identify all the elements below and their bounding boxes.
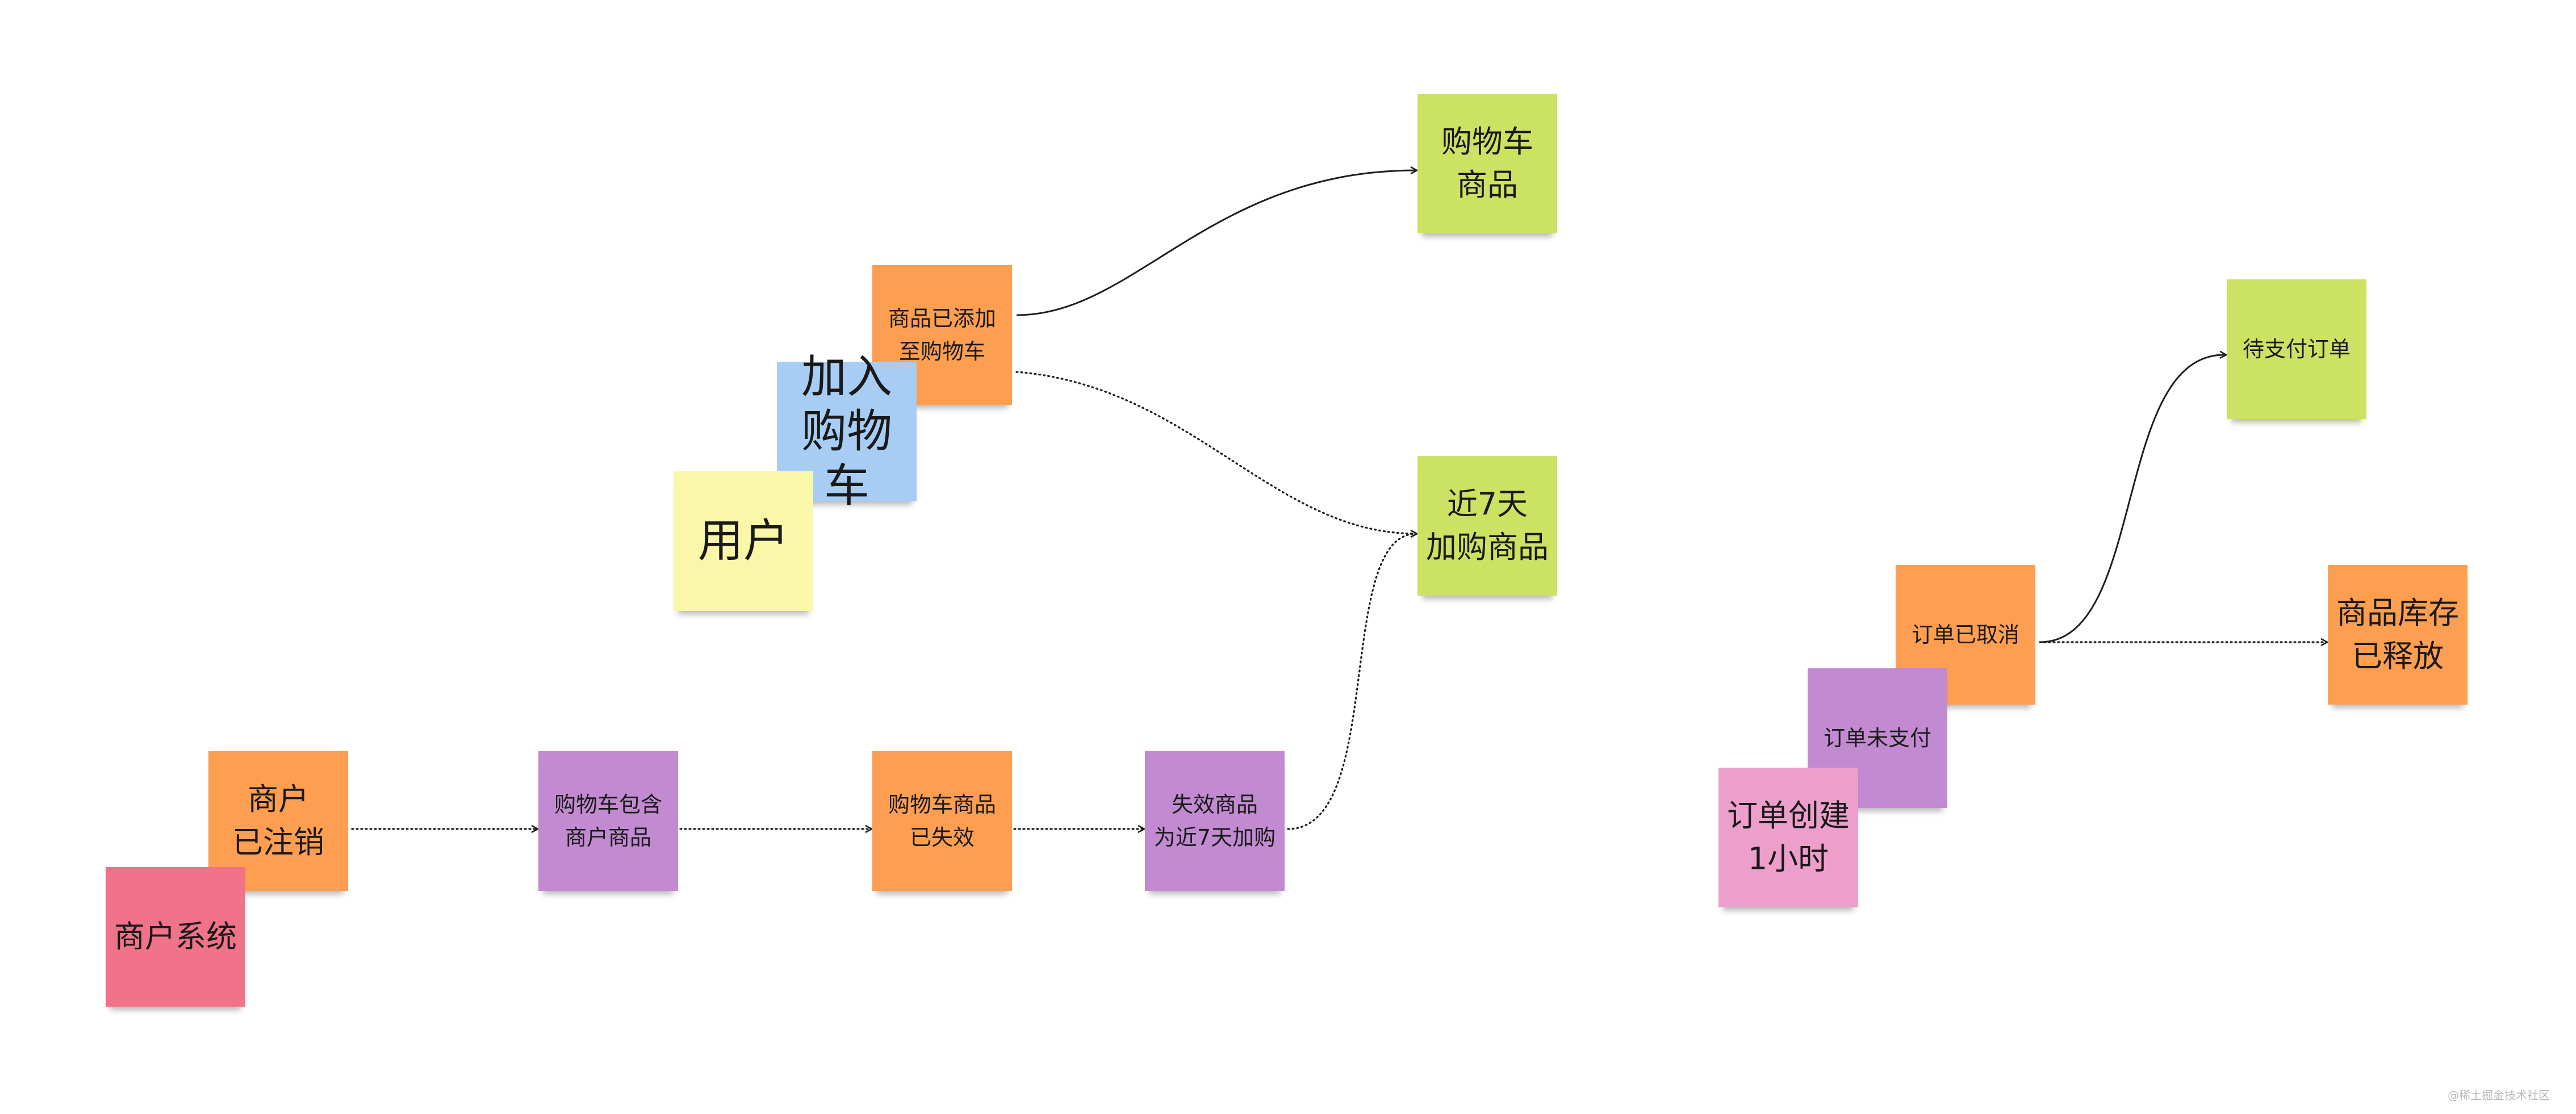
note-stock-released[interactable]: 商品库存 已释放 (2328, 565, 2468, 705)
note-label: 商户系统 (114, 919, 237, 954)
note-label: 失效商品 为近7天加购 (1153, 792, 1276, 850)
note-label: 近7天 加购商品 (1426, 486, 1549, 565)
note-goods-added-to-cart[interactable]: 商品已添加 至购物车 (872, 265, 1012, 405)
note-label: 待支付订单 (2242, 337, 2351, 362)
note-label: 订单未支付 (1823, 726, 1931, 751)
note-label: 订单创建 1小时 (1727, 798, 1850, 877)
note-cart-goods-invalid[interactable]: 购物车商品 已失效 (872, 751, 1012, 891)
note-cart-goods-readmodel[interactable]: 购物车 商品 (1417, 94, 1557, 233)
note-label: 商品已添加 至购物车 (888, 306, 996, 364)
note-label: 商户 已注销 (232, 781, 324, 860)
note-cart-contains-merchant-goods[interactable]: 购物车包含 商户商品 (538, 751, 678, 891)
note-order-created-1h[interactable]: 订单创建 1小时 (1718, 768, 1858, 907)
note-label: 购物车商品 已失效 (888, 792, 996, 850)
note-label: 订单已取消 (1911, 622, 2019, 647)
connector-shixiao_wei-to-jin7tian (1287, 534, 1416, 830)
connector-shangpin_tianjia-to-gwc_shangpin (1016, 170, 1416, 316)
note-label: 商品库存 已释放 (2336, 595, 2459, 674)
note-user-actor[interactable]: 用户 (674, 471, 813, 611)
connector-shangpin_tianjia-to-jin7tian (1015, 371, 1416, 534)
note-add-to-cart-command[interactable]: 加入 购物车 (777, 350, 917, 512)
connector-dingdan_quxiao-to-daizhifu (2039, 355, 2226, 643)
note-label: 用户 (698, 514, 789, 567)
note-merchant-deregistered[interactable]: 商户 已注销 (208, 751, 348, 891)
note-label: 购物车包含 商户商品 (554, 792, 662, 850)
note-merchant-system[interactable]: 商户系统 (106, 867, 245, 1007)
note-label: 加入 购物车 (801, 350, 892, 512)
note-label: 购物车 商品 (1441, 124, 1533, 203)
note-recent-7day-cart-readmodel[interactable]: 近7天 加购商品 (1417, 456, 1557, 596)
watermark: @稀土掘金技术社区 (2448, 1088, 2550, 1102)
note-invalid-goods-recent-7day[interactable]: 失效商品 为近7天加购 (1145, 751, 1285, 891)
note-pending-payment-order[interactable]: 待支付订单 (2227, 279, 2366, 419)
